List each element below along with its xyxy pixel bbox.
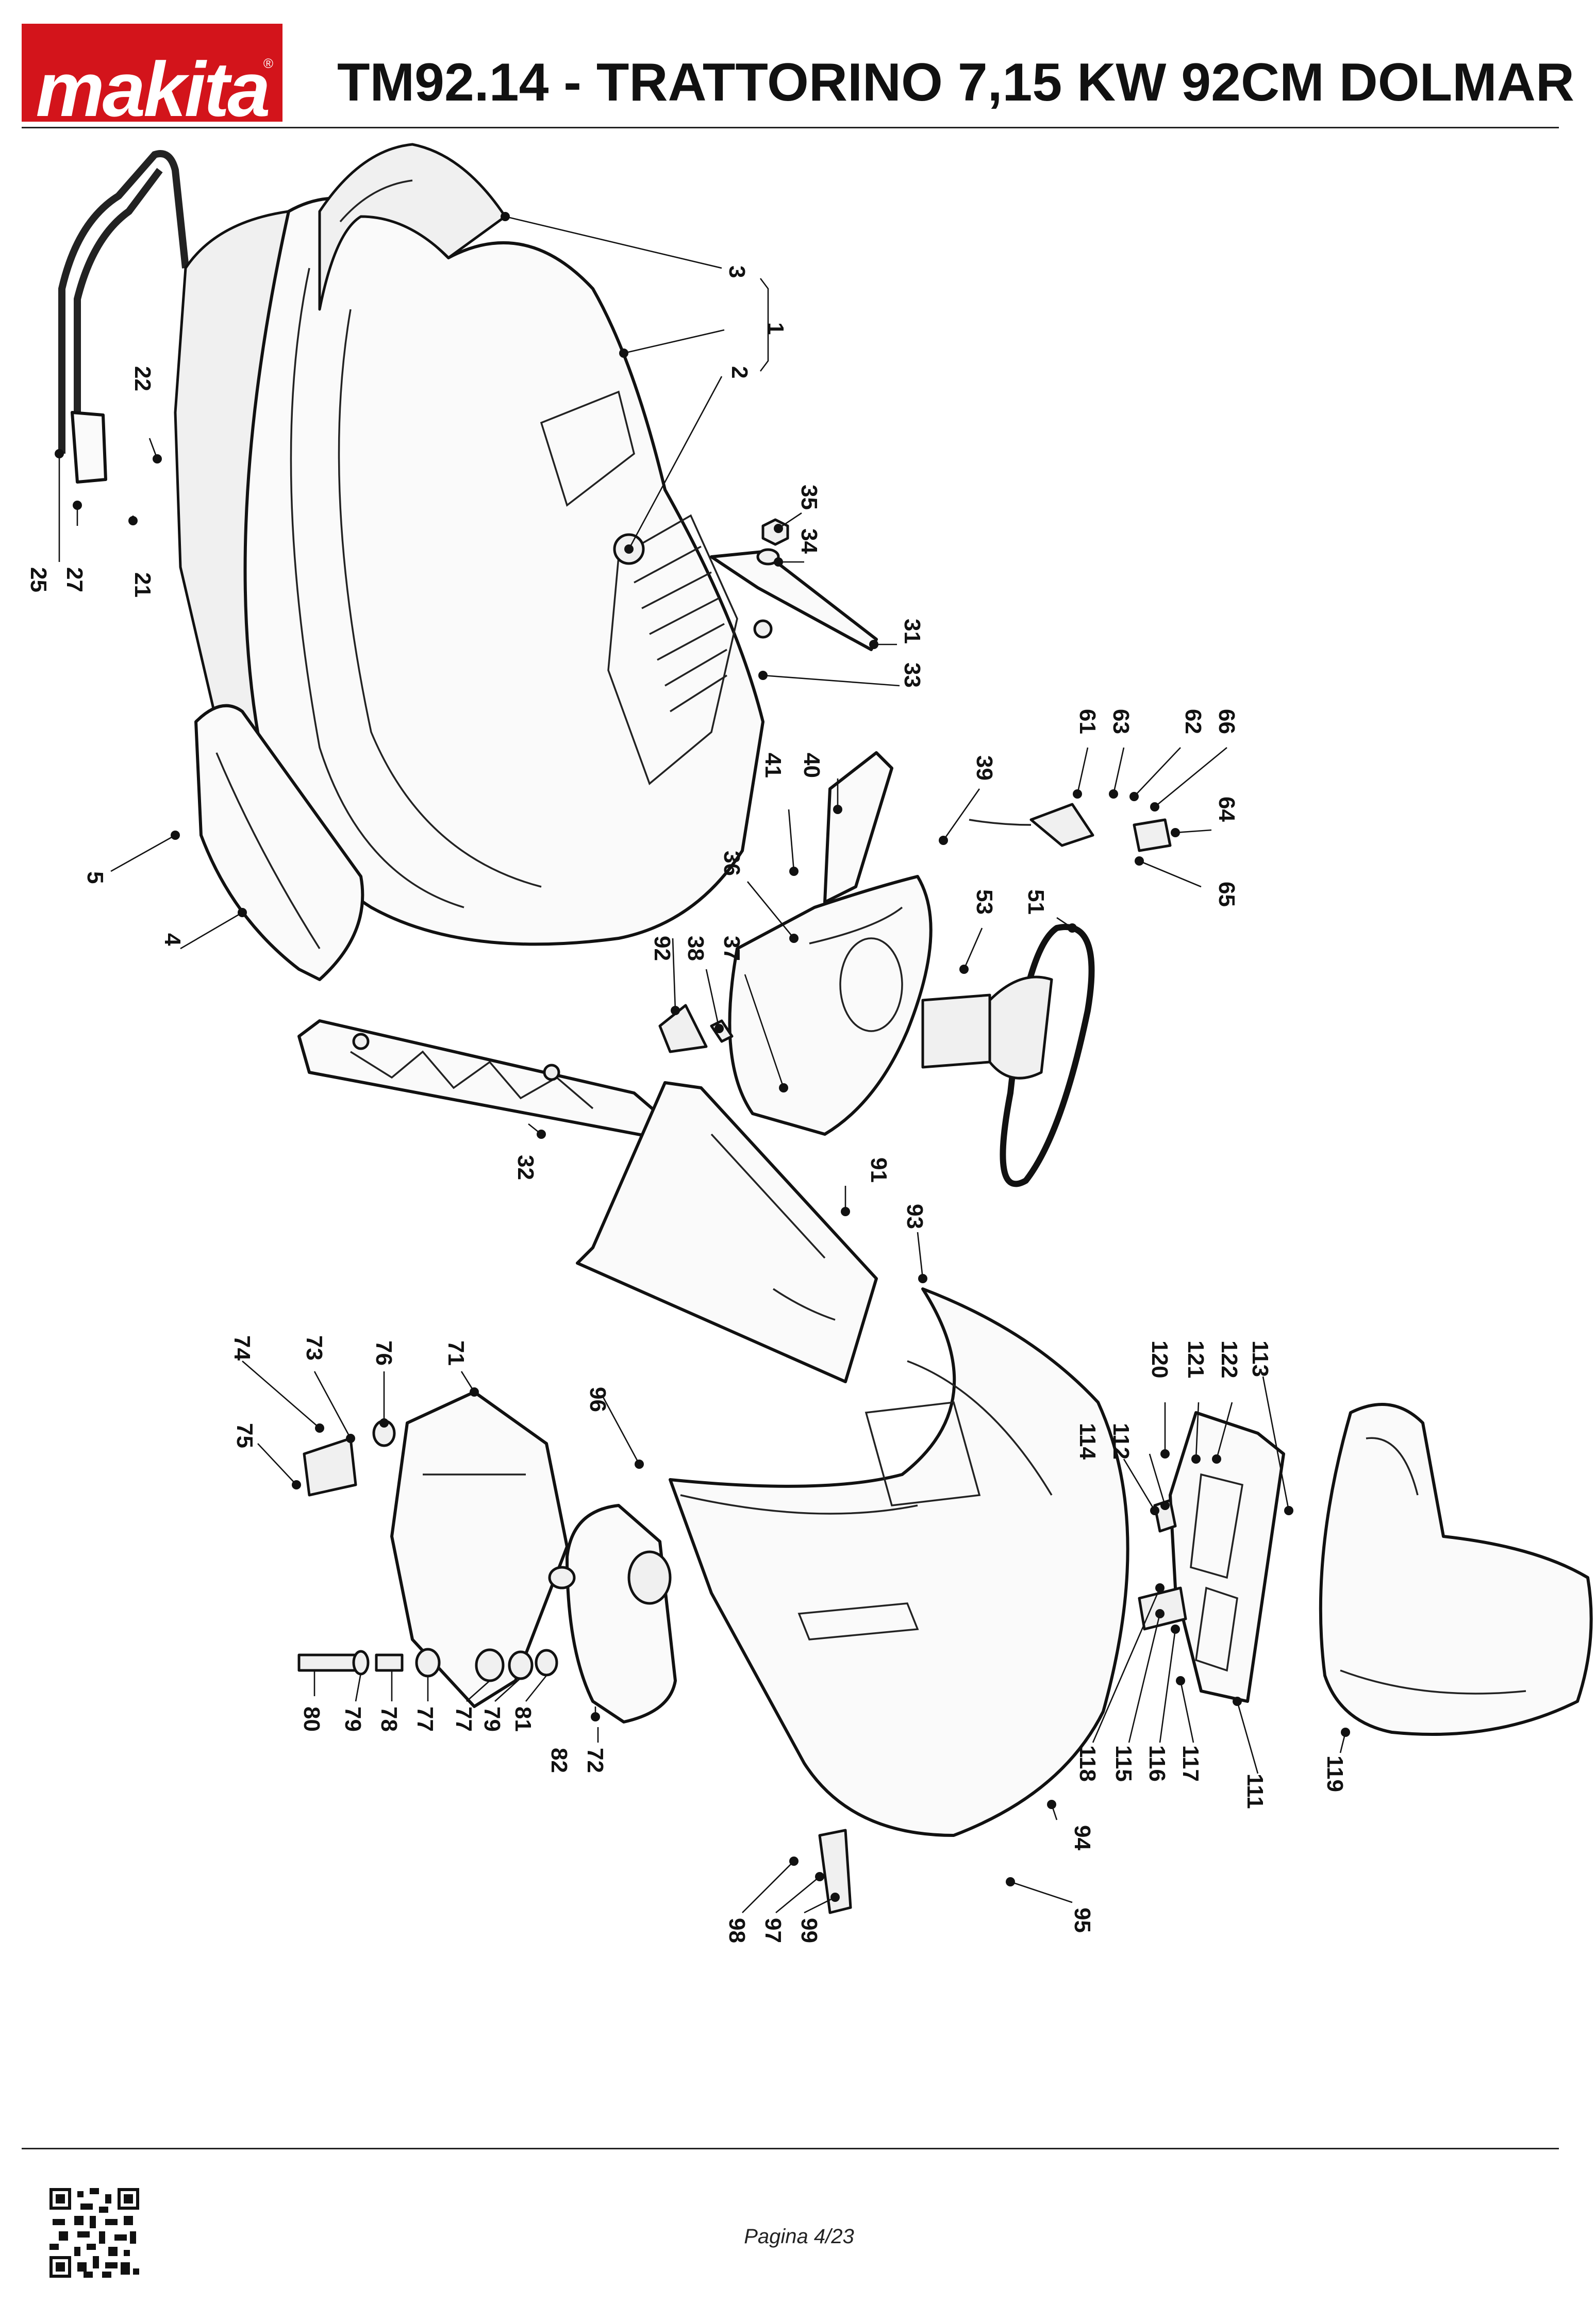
callout-121: 121 bbox=[1183, 1340, 1208, 1378]
leader-lines bbox=[55, 212, 1350, 1914]
callout-77a: 77 bbox=[412, 1706, 438, 1732]
callout-38: 38 bbox=[683, 936, 708, 961]
hood-assembly bbox=[58, 143, 764, 981]
callout-114: 114 bbox=[1075, 1423, 1100, 1460]
qr-code-icon bbox=[49, 2188, 139, 2278]
callout-4: 4 bbox=[160, 933, 185, 946]
callout-66: 66 bbox=[1214, 709, 1239, 734]
callout-65: 65 bbox=[1214, 882, 1239, 907]
callout-75: 75 bbox=[232, 1423, 257, 1448]
callout-112: 112 bbox=[1108, 1423, 1134, 1460]
callout-95: 95 bbox=[1070, 1908, 1095, 1933]
callout-97: 97 bbox=[760, 1918, 786, 1943]
callout-22: 22 bbox=[130, 366, 155, 391]
callout-79a: 79 bbox=[340, 1706, 365, 1732]
callout-25: 25 bbox=[26, 567, 51, 592]
callout-98: 98 bbox=[724, 1918, 750, 1943]
callout-74: 74 bbox=[229, 1335, 255, 1361]
callout-27: 27 bbox=[62, 567, 87, 592]
callout-36: 36 bbox=[719, 851, 744, 876]
callout-82: 82 bbox=[546, 1748, 572, 1773]
dashboard-assembly bbox=[297, 518, 1172, 1187]
callout-3: 3 bbox=[724, 266, 750, 278]
callout-64: 64 bbox=[1214, 797, 1239, 822]
callout-115: 115 bbox=[1111, 1745, 1136, 1782]
callout-93: 93 bbox=[902, 1204, 927, 1229]
callout-81: 81 bbox=[510, 1706, 536, 1732]
callout-117: 117 bbox=[1178, 1745, 1203, 1782]
callout-119: 119 bbox=[1322, 1755, 1348, 1792]
page-title: TM92.14 - TRATTORINO 7,15 KW 92CM DOLMAR bbox=[337, 53, 1574, 112]
callout-31: 31 bbox=[900, 619, 925, 644]
callout-39: 39 bbox=[972, 755, 997, 781]
callout-118: 118 bbox=[1075, 1745, 1100, 1782]
callout-35: 35 bbox=[796, 485, 822, 510]
callout-21: 21 bbox=[130, 572, 155, 598]
callout-76: 76 bbox=[371, 1340, 396, 1366]
registered-mark: ® bbox=[263, 56, 273, 71]
callout-120: 120 bbox=[1147, 1340, 1172, 1378]
callout-73: 73 bbox=[302, 1335, 327, 1361]
callout-91: 91 bbox=[866, 1157, 891, 1183]
callout-33: 33 bbox=[900, 662, 925, 688]
callout-63: 63 bbox=[1108, 709, 1134, 734]
callout-32: 32 bbox=[513, 1155, 538, 1180]
callout-41: 41 bbox=[760, 753, 786, 778]
header-rule bbox=[22, 127, 1559, 128]
callout-62: 62 bbox=[1181, 709, 1206, 734]
makita-logo: makita ® bbox=[22, 24, 282, 128]
rear-body-assembly bbox=[297, 1081, 1593, 1914]
callout-34: 34 bbox=[796, 528, 822, 554]
callout-122: 122 bbox=[1217, 1340, 1242, 1378]
callout-5: 5 bbox=[82, 871, 108, 884]
page-number: Pagina 4/23 bbox=[744, 2225, 854, 2248]
callout-61: 61 bbox=[1075, 709, 1100, 734]
callout-116: 116 bbox=[1144, 1745, 1170, 1782]
callout-94: 94 bbox=[1070, 1825, 1095, 1850]
callout-111: 111 bbox=[1242, 1774, 1268, 1809]
callout-99: 99 bbox=[796, 1918, 822, 1943]
callout-51: 51 bbox=[1023, 889, 1049, 915]
callout-72: 72 bbox=[583, 1748, 608, 1773]
callout-80: 80 bbox=[299, 1706, 324, 1732]
callout-113: 113 bbox=[1248, 1340, 1273, 1377]
callout-78: 78 bbox=[376, 1706, 402, 1732]
callout-96: 96 bbox=[585, 1387, 610, 1412]
logo-wordmark: makita bbox=[36, 46, 270, 132]
callout-40: 40 bbox=[799, 753, 824, 778]
exploded-parts-diagram: 1 2 3 4 5 21 22 25 27 31 32 33 34 35 36 … bbox=[26, 143, 1593, 1943]
footer-rule bbox=[22, 2148, 1559, 2149]
callout-71: 71 bbox=[443, 1340, 469, 1366]
callout-2: 2 bbox=[727, 366, 752, 378]
callout-92: 92 bbox=[650, 936, 675, 961]
callout-37: 37 bbox=[719, 936, 744, 961]
callout-77b: 77 bbox=[451, 1706, 476, 1732]
callout-79b: 79 bbox=[479, 1706, 505, 1732]
callout-1: 1 bbox=[763, 322, 788, 335]
callout-labels: 1 2 3 4 5 21 22 25 27 31 32 33 34 35 36 … bbox=[26, 266, 1348, 1943]
callout-53: 53 bbox=[972, 889, 997, 915]
